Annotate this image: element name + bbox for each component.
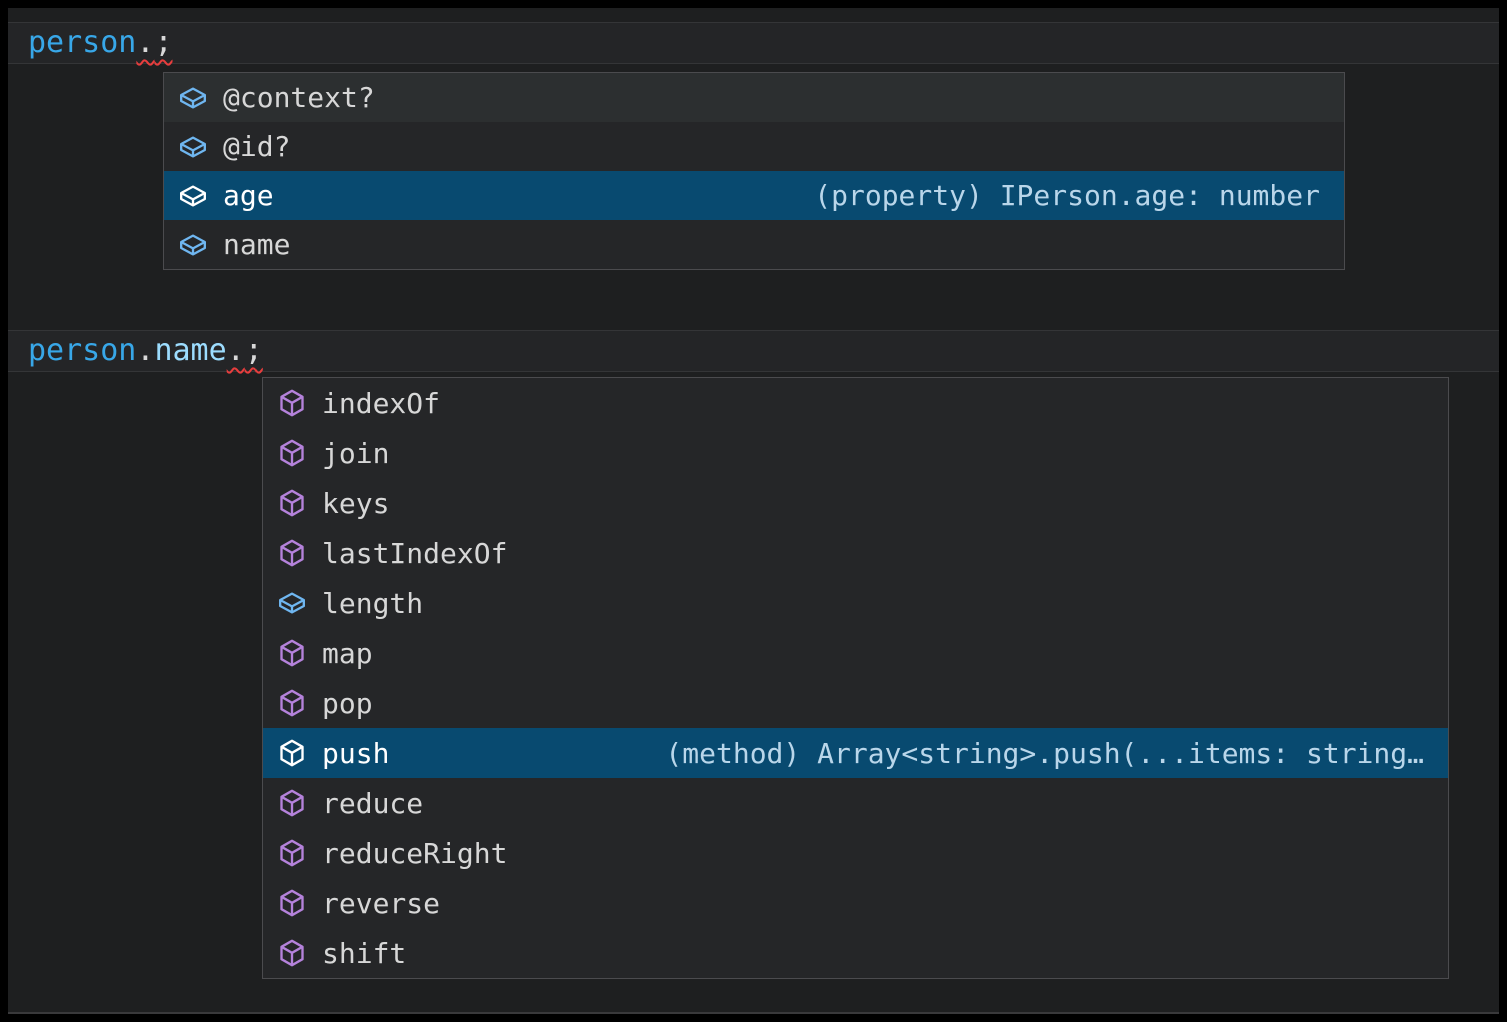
code-token: name	[154, 333, 227, 368]
suggestion-label: join	[322, 436, 390, 470]
suggestion-label: @id?	[223, 130, 291, 163]
symbol-method-icon	[277, 788, 307, 818]
suggestion-item-length[interactable]: length	[263, 578, 1448, 628]
suggestion-label: reduceRight	[322, 836, 508, 870]
suggestion-item-indexof[interactable]: indexOf	[263, 378, 1448, 428]
suggestion-detail: (property) IPerson.age: number	[814, 179, 1320, 212]
suggestion-label: @context?	[223, 81, 375, 114]
suggestion-item-name[interactable]: name	[164, 220, 1344, 269]
code-token: .	[136, 333, 155, 368]
symbol-field-icon	[178, 83, 208, 113]
suggestion-label: reduce	[322, 786, 424, 820]
symbol-method-icon	[277, 688, 307, 718]
symbol-method-icon	[277, 538, 307, 568]
suggestion-item-reduceright[interactable]: reduceRight	[263, 828, 1448, 878]
symbol-field-icon	[178, 230, 208, 260]
code-token: ;	[244, 333, 263, 368]
code-token: .	[226, 333, 245, 368]
editor-background[interactable]: person.; @context? @id? age (property) IPer…	[8, 8, 1499, 1014]
code-token: .	[136, 25, 155, 60]
suggestion-item-age[interactable]: age (property) IPerson.age: number	[164, 171, 1344, 220]
symbol-method-icon	[277, 638, 307, 668]
suggestion-label: reverse	[322, 886, 441, 920]
symbol-method-icon	[277, 838, 307, 868]
symbol-field-icon	[178, 181, 208, 211]
suggestion-item-pop[interactable]: pop	[263, 678, 1448, 728]
suggestion-label: shift	[322, 936, 407, 970]
suggestion-item-lastindexof[interactable]: lastIndexOf	[263, 528, 1448, 578]
suggestion-item-id[interactable]: @id?	[164, 122, 1344, 171]
code-token: ;	[154, 25, 173, 60]
code-line-person[interactable]: person.;	[8, 22, 1499, 64]
suggestion-label: push	[322, 736, 390, 770]
suggestion-label: length	[322, 586, 424, 620]
code-line-person-name[interactable]: person.name.;	[8, 330, 1499, 372]
suggestion-label: indexOf	[322, 386, 441, 420]
suggestion-label: map	[322, 636, 373, 670]
suggestion-item-map[interactable]: map	[263, 628, 1448, 678]
symbol-method-icon	[277, 738, 307, 768]
suggest-widget-person: @context? @id? age (property) IPerson.age: …	[163, 72, 1345, 270]
suggestion-label: pop	[322, 686, 373, 720]
suggestion-item-join[interactable]: join	[263, 428, 1448, 478]
symbol-field-icon	[277, 588, 307, 618]
suggestion-item-reduce[interactable]: reduce	[263, 778, 1448, 828]
suggestion-label: lastIndexOf	[322, 536, 508, 570]
symbol-method-icon	[277, 438, 307, 468]
suggestion-item-reverse[interactable]: reverse	[263, 878, 1448, 928]
suggestion-label: age	[223, 179, 274, 212]
symbol-field-icon	[178, 132, 208, 162]
suggestion-item-context[interactable]: @context?	[164, 73, 1344, 122]
suggest-widget-person-name: indexOf join keys lastIndexOf length map pop pu…	[262, 377, 1449, 979]
suggestion-label: name	[223, 228, 291, 261]
symbol-method-icon	[277, 388, 307, 418]
suggestion-item-shift[interactable]: shift	[263, 928, 1448, 978]
code-token: person	[28, 25, 137, 60]
code-token: person	[28, 333, 137, 368]
suggestion-label: keys	[322, 486, 390, 520]
symbol-method-icon	[277, 888, 307, 918]
symbol-method-icon	[277, 938, 307, 968]
suggestion-item-keys[interactable]: keys	[263, 478, 1448, 528]
suggestion-item-push[interactable]: push (method) Array<string>.push(...items…	[263, 728, 1448, 778]
suggestion-detail: (method) Array<string>.push(...items: st…	[665, 736, 1424, 770]
symbol-method-icon	[277, 488, 307, 518]
